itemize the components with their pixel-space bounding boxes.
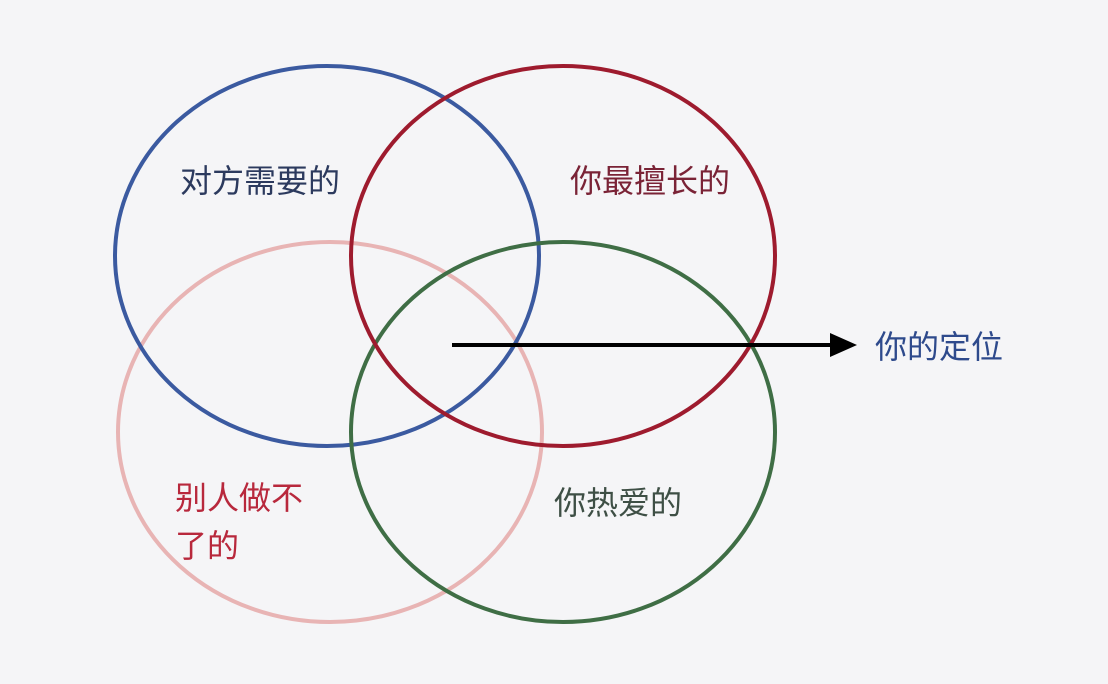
label-needs: 对方需要的 (180, 162, 340, 200)
label-unique-line2: 了的 (175, 527, 239, 565)
pointer-arrow-head (830, 333, 857, 357)
circle-needs (113, 64, 541, 448)
label-love: 你热爱的 (554, 484, 682, 522)
circle-love (349, 240, 777, 624)
circle-best (349, 64, 777, 448)
label-best: 你最擅长的 (570, 162, 730, 200)
circle-unique (116, 240, 544, 624)
label-unique-line1: 别人做不 (175, 479, 303, 517)
pointer-label: 你的定位 (875, 328, 1003, 366)
